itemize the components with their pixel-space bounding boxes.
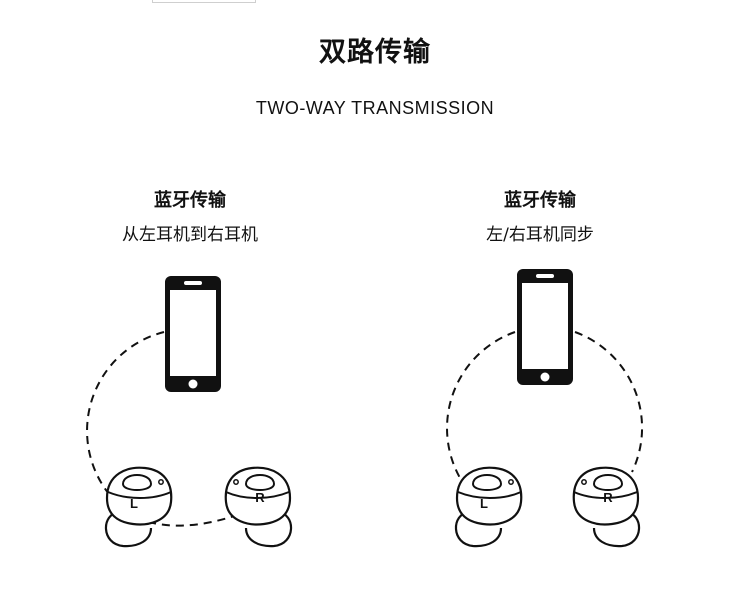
left-earbud-icon: L <box>456 468 521 546</box>
earbud-label-left: L <box>130 496 138 511</box>
panel-left-diagram: L R <box>87 276 291 546</box>
left-earbud-icon: L <box>106 468 171 546</box>
right-earbud-icon <box>226 468 291 546</box>
smartphone-icon <box>165 276 221 392</box>
panel-right-diagram: L R <box>447 269 642 546</box>
right-earbud-icon <box>574 468 639 546</box>
earbud-label-right: R <box>255 490 265 505</box>
earbud-label-right: R <box>603 490 613 505</box>
signal-path-right-b <box>575 332 642 472</box>
smartphone-icon <box>517 269 573 385</box>
earbud-label-left: L <box>480 496 488 511</box>
signal-path-right-a <box>447 332 515 486</box>
